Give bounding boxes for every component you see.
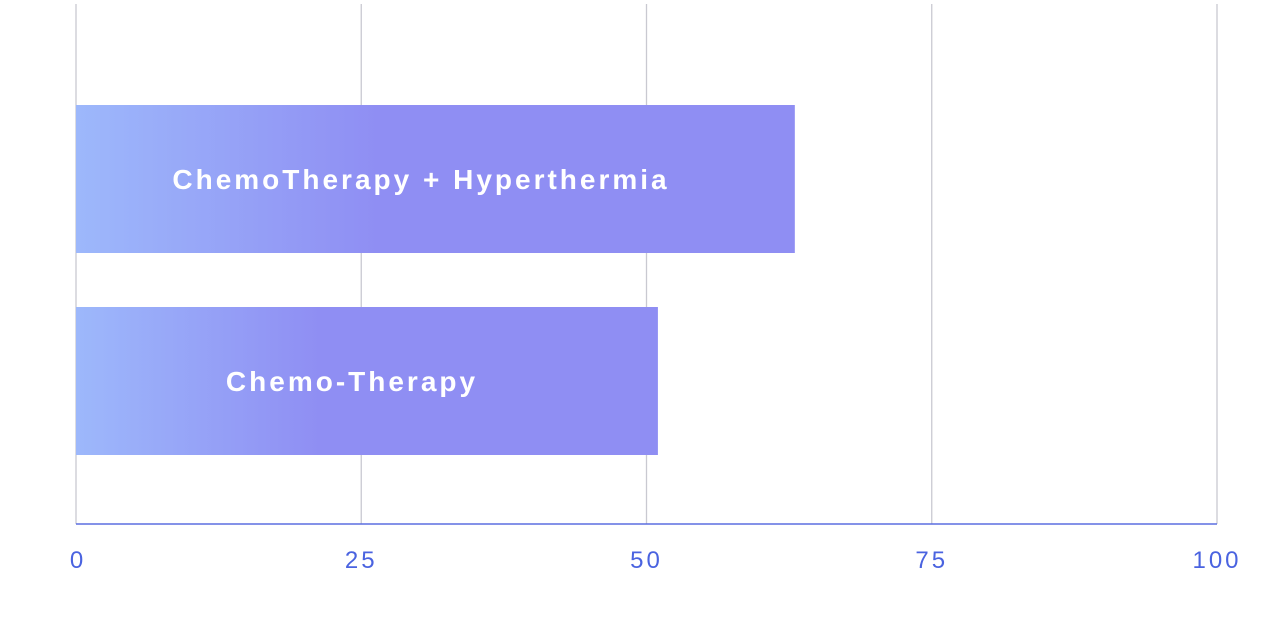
x-axis: 0 25 50 75 100 — [70, 523, 1241, 574]
x-tick-label-25: 25 — [345, 547, 378, 574]
bar-label-1: Chemo-Therapy — [226, 366, 478, 397]
bar-0 — [76, 105, 795, 253]
x-tick-label-75: 75 — [915, 547, 948, 574]
bar-1 — [76, 307, 658, 455]
bar-label-0: ChemoTherapy + Hyperthermia — [172, 164, 669, 195]
x-tick-label-100: 100 — [1192, 547, 1241, 574]
x-tick-label-50: 50 — [630, 547, 663, 574]
x-tick-label-0: 0 — [70, 547, 86, 574]
